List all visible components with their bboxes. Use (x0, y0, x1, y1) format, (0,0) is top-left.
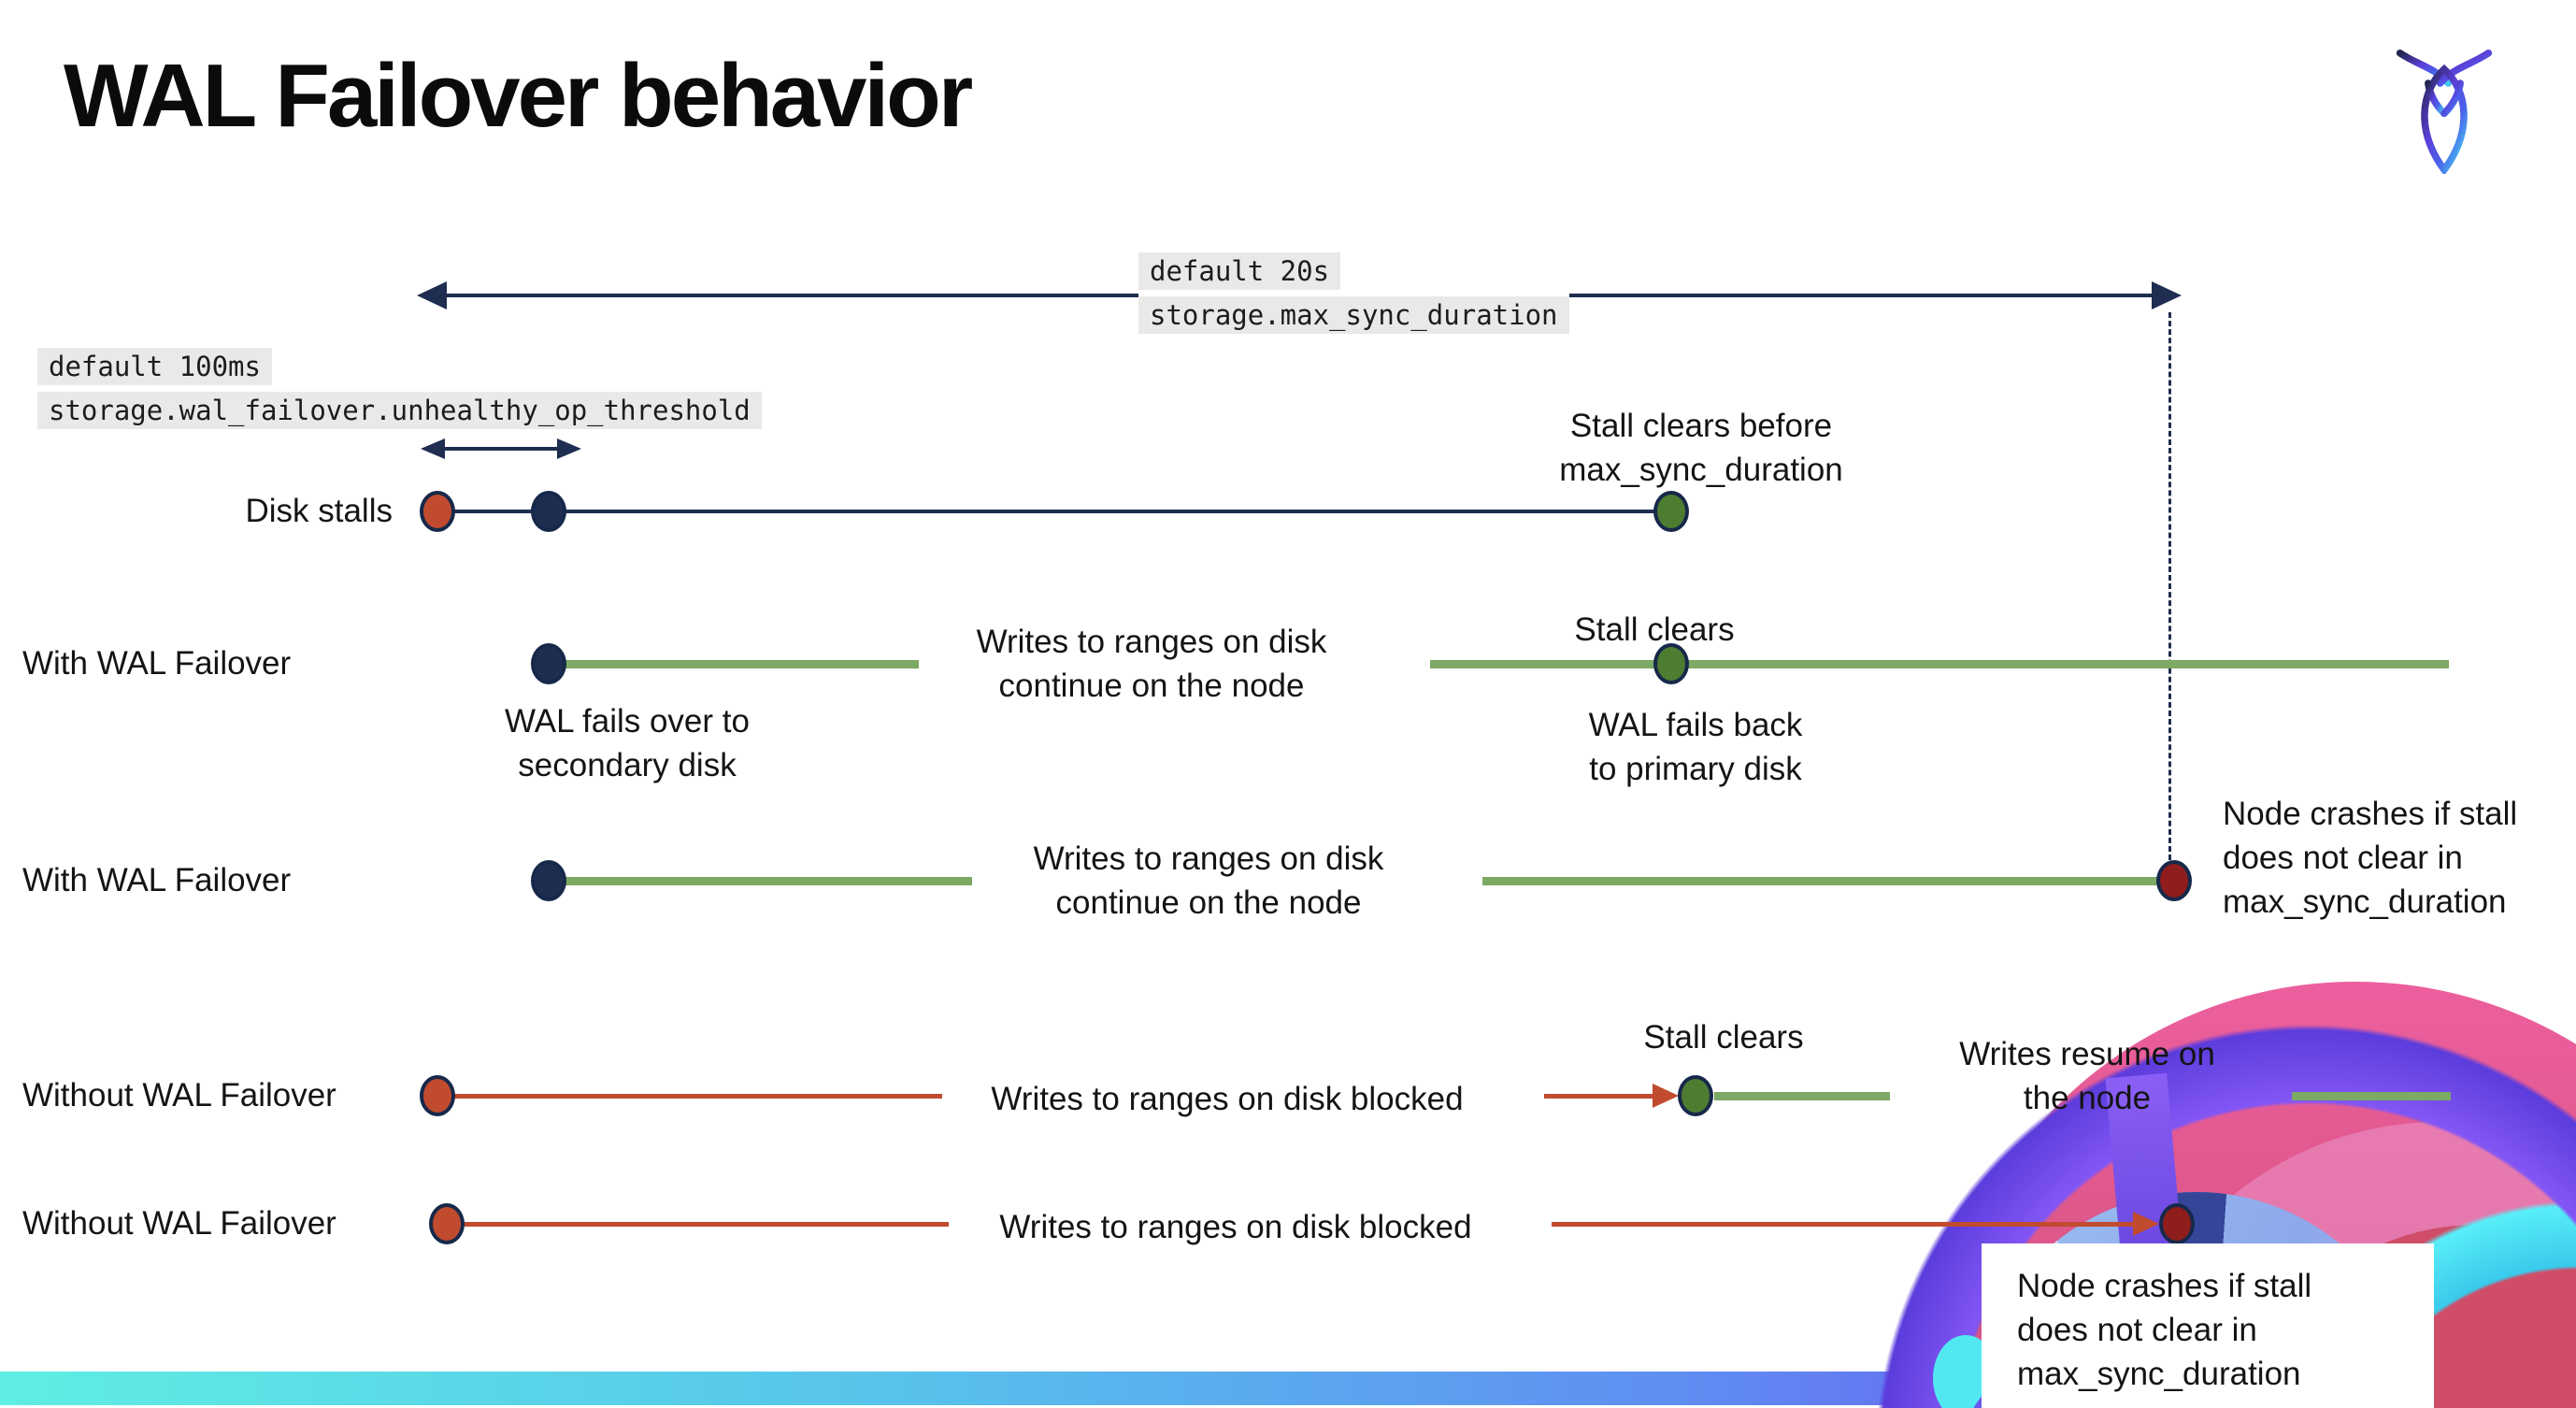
annotation-writes-continue: Writes to ranges on disk continue on the… (1033, 840, 1384, 921)
annotation-node-crashes: Node crashes if stall does not clear in … (2017, 1268, 2312, 1392)
annotation-node-crashes: Node crashes if stall does not clear in … (2223, 796, 2518, 920)
row-label-disk-stalls: Disk stalls (245, 493, 393, 529)
writes-continue-line (561, 877, 972, 885)
arrowhead-right-icon (1653, 1084, 1679, 1108)
arrowhead-left-icon (421, 438, 445, 459)
cockroachdb-logo-icon (2396, 50, 2493, 174)
disk-stall-timeline (437, 510, 1671, 513)
writes-resume-line (2292, 1092, 2451, 1100)
row-label-without-wal-failover: Without WAL Failover (22, 1077, 336, 1113)
node-crash-callout: Node crashes if stall does not clear in … (1982, 1243, 2434, 1408)
writes-blocked-line (458, 1222, 949, 1227)
failover-threshold-dot (531, 491, 566, 532)
writes-blocked-line (449, 1094, 942, 1099)
annotation-stall-clears: Stall clears (1643, 1019, 1804, 1056)
page-title: WAL Failover behavior (64, 46, 973, 146)
row-label-with-wal-failover: With WAL Failover (22, 862, 292, 898)
annotation-writes-continue: Writes to ranges on disk continue on the… (976, 624, 1327, 704)
arrowhead-right-icon (557, 438, 581, 459)
stall-start-dot (420, 491, 455, 532)
stall-start-dot (420, 1075, 455, 1116)
stall-clears-dot (1653, 491, 1689, 532)
stall-start-dot (429, 1203, 465, 1244)
arrowhead-right-icon (2152, 281, 2182, 309)
node-crash-dot (2156, 860, 2192, 901)
threshold-labels: default 100ms storage.wal_failover.unhea… (37, 344, 762, 439)
writes-blocked-line (1544, 1094, 1664, 1099)
stall-clears-dot (1678, 1075, 1713, 1116)
writes-resume-line (1714, 1092, 1890, 1100)
max-sync-setting-label: storage.max_sync_duration (1138, 296, 1569, 334)
annotation-writes-resume: Writes resume on the node (1959, 1036, 2215, 1116)
threshold-arrow-line (439, 447, 559, 451)
annotation-writes-blocked: Writes to ranges on disk blocked (991, 1081, 1464, 1117)
writes-continue-line (1482, 877, 2174, 885)
deadline-dashed-line (2168, 312, 2171, 860)
max-sync-default-label: default 20s (1138, 252, 1341, 290)
arrowhead-left-icon (417, 281, 447, 309)
threshold-default-label: default 100ms (37, 348, 272, 385)
threshold-setting-label: storage.wal_failover.unhealthy_op_thresh… (37, 392, 762, 429)
stall-clears-dot (1653, 643, 1689, 684)
annotation-stall-clears: Stall clears (1574, 611, 1735, 648)
arrowhead-right-icon (2133, 1212, 2159, 1236)
row-label-with-wal-failover: With WAL Failover (22, 645, 292, 682)
failover-dot (531, 643, 566, 684)
annotation-fails-over: WAL fails over to secondary disk (505, 703, 750, 783)
writes-continue-line (561, 660, 919, 668)
annotation-stall-clears-before: Stall clears before max_sync_duration (1559, 408, 1843, 488)
annotation-writes-blocked: Writes to ranges on disk blocked (999, 1209, 1472, 1245)
annotation-fails-back: WAL fails back to primary disk (1588, 707, 1803, 787)
max-sync-duration-labels: default 20s storage.max_sync_duration (1138, 249, 1569, 344)
writes-continue-line (1430, 660, 2449, 668)
failover-dot (531, 860, 566, 901)
node-crash-dot (2159, 1203, 2195, 1244)
writes-blocked-line (1552, 1222, 2133, 1227)
row-label-without-wal-failover: Without WAL Failover (22, 1205, 336, 1242)
